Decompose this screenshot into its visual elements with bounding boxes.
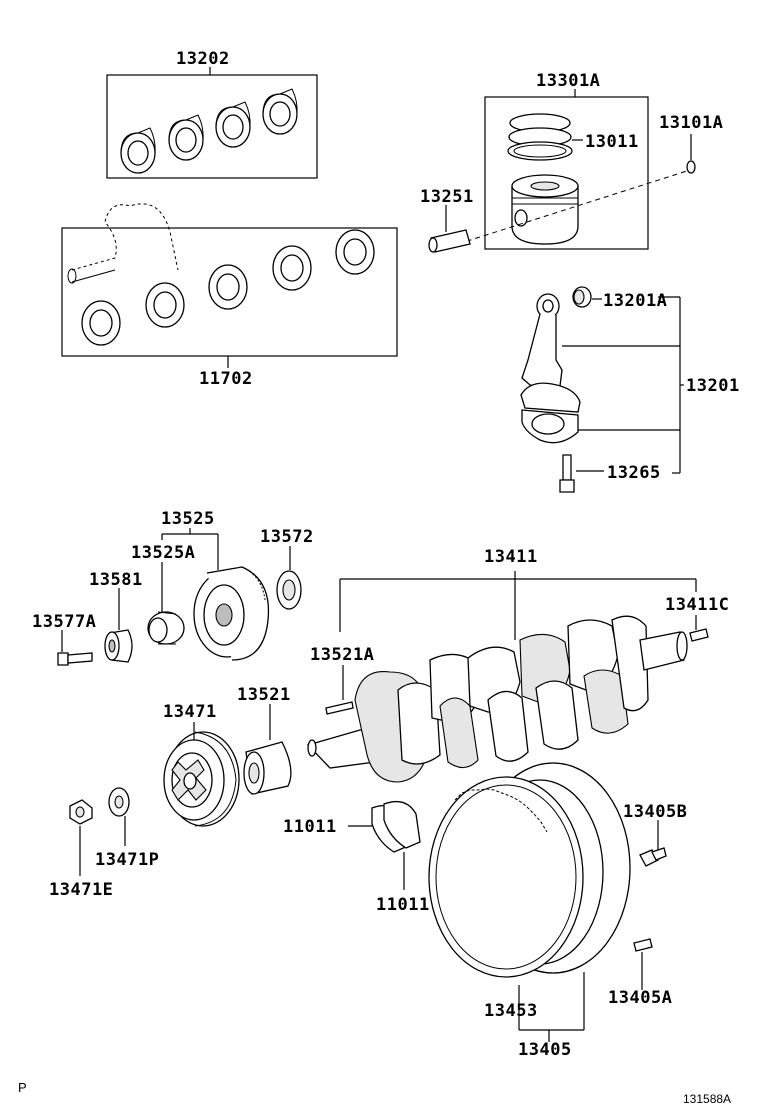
crankshaft-thrust-washer <box>371 800 421 853</box>
part-label-13405a: 13405A <box>608 988 672 1008</box>
part-label-13251: 13251 <box>420 187 474 207</box>
gear-bracket-13525 <box>161 528 219 570</box>
part-label-13471: 13471 <box>163 702 217 722</box>
bearing-shell <box>120 127 156 174</box>
connecting-rod-bushing <box>572 286 592 308</box>
crank-pin-bearing-group <box>106 67 318 179</box>
part-label-13201a: 13201A <box>603 291 667 311</box>
flywheel-bolt <box>639 847 667 867</box>
part-label-13411: 13411 <box>484 547 538 567</box>
connecting-rod-bracket <box>562 296 684 474</box>
crank-main-bearing-group <box>61 203 398 368</box>
crank-pin-dowel <box>689 628 709 642</box>
main-bearing-shell <box>81 300 121 346</box>
part-label-13521a: 13521A <box>310 645 374 665</box>
part-label-13471p: 13471P <box>95 850 159 870</box>
main-bearing-shell <box>208 264 248 310</box>
part-label-13581: 13581 <box>89 570 143 590</box>
main-bearing-shell <box>272 245 312 291</box>
piston <box>511 174 579 245</box>
crankshaft-bracket-13411 <box>339 571 697 640</box>
part-label-13301a: 13301A <box>536 71 600 91</box>
piston-ring-set <box>507 113 573 161</box>
crankshaft-timing-gear <box>193 566 270 661</box>
pulley-nut <box>69 799 93 825</box>
flywheel-bracket-13405 <box>518 972 585 1042</box>
part-label-13453: 13453 <box>484 1001 538 1021</box>
part-label-13101a: 13101A <box>659 113 723 133</box>
bearing-shell <box>262 88 298 135</box>
flywheel-dowel-pin <box>633 938 653 952</box>
figure-code: 131588A <box>683 1092 731 1106</box>
part-label-11702: 11702 <box>199 369 253 389</box>
crankshaft-pulley <box>163 731 240 827</box>
crankshaft-ghost-outline <box>67 203 179 284</box>
bearing-shell <box>215 101 251 148</box>
woodruff-key <box>325 701 354 715</box>
piston-assembly-group <box>457 89 691 250</box>
part-label-11011-lower: 11011 <box>376 895 430 915</box>
part-label-13202: 13202 <box>176 49 230 69</box>
part-label-11011-upper: 11011 <box>283 817 337 837</box>
piston-pin <box>428 229 471 253</box>
part-label-13201: 13201 <box>686 376 740 396</box>
bearing-shell <box>168 114 204 161</box>
ring-gear <box>428 776 584 978</box>
pulley-washer <box>108 787 130 817</box>
crankshaft <box>306 615 688 783</box>
part-label-13471e: 13471E <box>49 880 113 900</box>
part-label-13265: 13265 <box>607 463 661 483</box>
part-label-13011: 13011 <box>585 132 639 152</box>
main-bearing-shell <box>145 282 185 328</box>
crank-bolt <box>57 652 93 666</box>
corner-mark: P <box>18 1080 27 1095</box>
crank-pulley-collar <box>104 629 133 663</box>
main-bearing-shell <box>335 229 375 275</box>
connecting-rod-bolt <box>559 454 575 493</box>
piston-pin-clip <box>686 160 696 174</box>
part-label-13411c: 13411C <box>665 595 729 615</box>
part-label-13521: 13521 <box>237 685 291 705</box>
connecting-rod <box>520 293 581 444</box>
part-label-13525: 13525 <box>161 509 215 529</box>
crank-spacer <box>147 611 185 645</box>
part-label-13405: 13405 <box>518 1040 572 1060</box>
crankshaft-timing-pulley <box>243 741 292 795</box>
part-label-13572: 13572 <box>260 527 314 547</box>
thrust-washer <box>276 570 302 610</box>
part-label-13405b: 13405B <box>623 802 687 822</box>
part-label-13577a: 13577A <box>32 612 96 632</box>
part-label-13525a: 13525A <box>131 543 195 563</box>
